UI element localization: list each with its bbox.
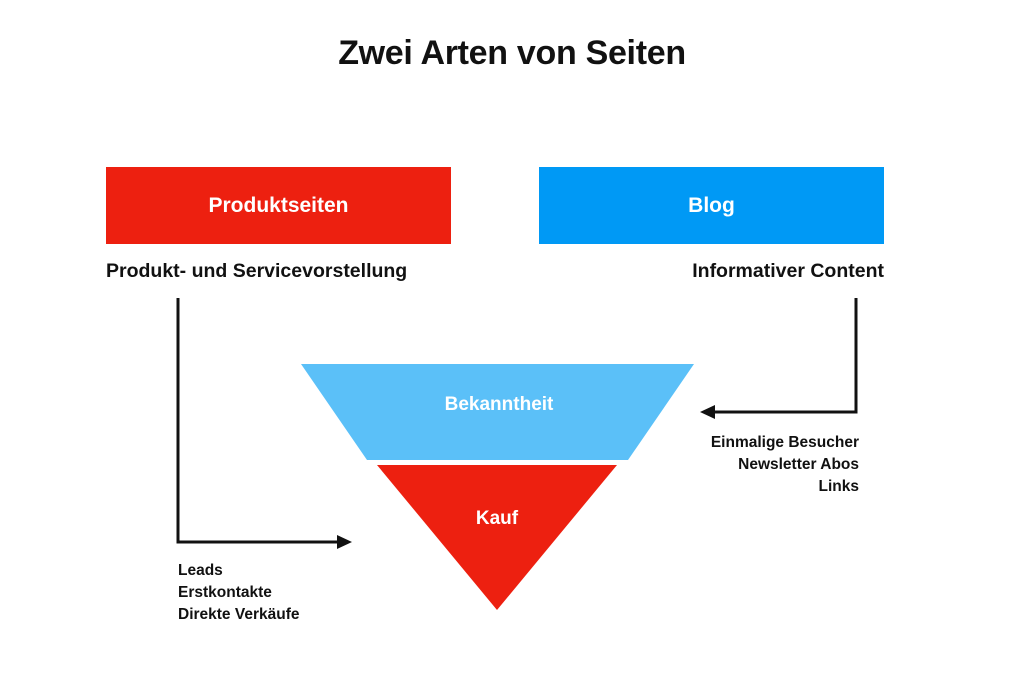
blog-subtitle: Informativer Content (692, 260, 884, 282)
funnel-top-segment (301, 364, 694, 460)
right-arrow-head (700, 405, 715, 419)
outcome-item: Erstkontakte (178, 584, 272, 601)
outcome-item: Einmalige Besucher (710, 434, 859, 451)
blog-box: Blog (539, 167, 884, 244)
funnel-bottom-segment (377, 465, 617, 610)
right-arrow-line (712, 298, 858, 414)
produktseiten-box-label: Produktseiten (208, 193, 349, 217)
outcome-item: Links (818, 478, 859, 495)
diagram-title: Zwei Arten von Seiten (338, 34, 686, 72)
produktseiten-subtitle: Produkt- und Servicevorstellung (106, 260, 408, 282)
funnel-bottom-label: Kauf (475, 508, 519, 529)
outcome-item: Direkte Verkäufe (178, 606, 300, 623)
outcome-item: Leads (178, 562, 223, 579)
funnel-top-label: Bekanntheit (444, 394, 554, 415)
blog-outcomes: Einmalige Besucher Newsletter Abos Links (640, 432, 859, 498)
produktseiten-outcomes: Leads Erstkontakte Direkte Verkäufe (178, 560, 300, 626)
left-arrow-line (176, 298, 340, 544)
left-arrow-head (337, 535, 352, 549)
produktseiten-box: Produktseiten (106, 167, 451, 244)
blog-box-label: Blog (688, 193, 735, 217)
outcome-item: Newsletter Abos (738, 456, 859, 473)
